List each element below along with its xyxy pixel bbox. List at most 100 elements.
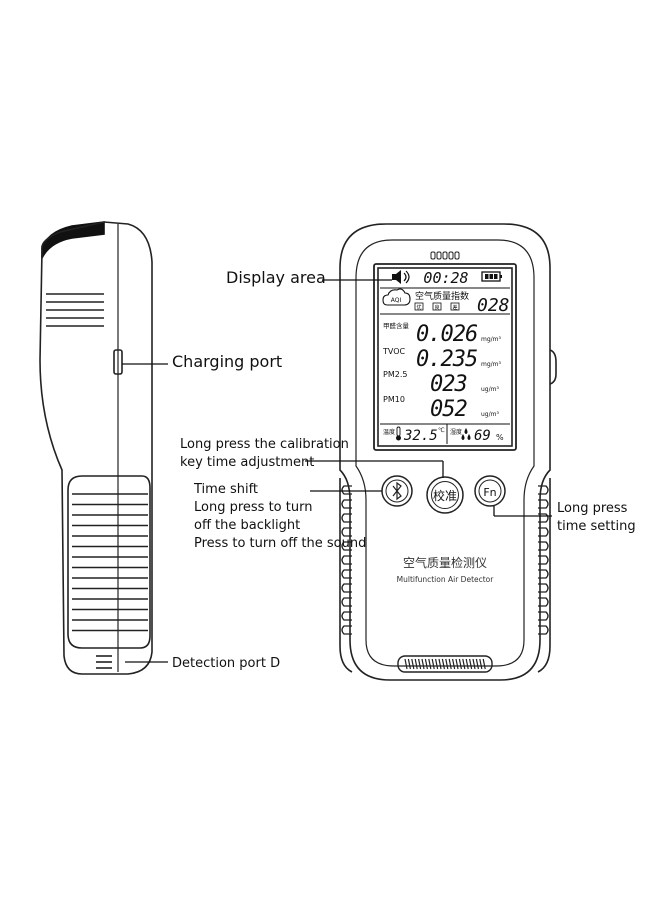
front-grip-rib-right: [538, 485, 549, 495]
calibrate-button[interactable]: 校准: [426, 476, 464, 514]
speaker-slit: [462, 658, 466, 670]
side-grip-ribs: [72, 493, 148, 632]
humidity-value: 69: [474, 428, 491, 444]
time-shift-line-4: Press to turn off the sound: [194, 536, 367, 551]
speaker-grille: [404, 658, 486, 670]
front-grip-rib-right: [538, 541, 549, 551]
left-button[interactable]: [381, 475, 413, 507]
formaldehyde-unit: mg/m³: [481, 336, 502, 343]
speaker-slit: [407, 658, 411, 670]
time-shift-callout: Time shift Long press to turn off the ba…: [194, 481, 366, 553]
time-shift-line-1: Time shift: [194, 482, 259, 497]
speaker-slit: [472, 658, 476, 670]
speaker-slit: [482, 658, 486, 670]
front-right-grip-ribs: [538, 485, 549, 635]
aqi-level-tags: 优 良 差: [414, 302, 460, 311]
front-grip-rib-right: [538, 527, 549, 537]
battery-icon: [481, 271, 502, 282]
front-grip-rib-left: [341, 527, 352, 537]
speaker-slit: [445, 658, 449, 670]
calibrate-button-label: 校准: [433, 488, 457, 503]
fn-setting-line-2: time setting: [557, 519, 636, 534]
fn-button[interactable]: Fn: [474, 475, 506, 507]
speaker-slit: [404, 658, 408, 670]
pm25-label: PM2.5: [383, 370, 407, 379]
speaker-slit: [414, 658, 418, 670]
tvoc-unit: mg/m³: [481, 361, 502, 368]
speaker-slit: [424, 658, 428, 670]
fn-setting-callout: Long press time setting: [557, 500, 636, 536]
fn-button-label: Fn: [483, 486, 496, 499]
front-grip-rib-right: [538, 499, 549, 509]
speaker-slit: [458, 658, 462, 670]
calibration-line-2: key time adjustment: [180, 455, 315, 470]
humidity-drops-icon: [461, 428, 471, 440]
speaker-slit: [441, 658, 445, 670]
front-left-grip-ribs: [341, 485, 352, 635]
display-area-label: Display area: [226, 268, 326, 287]
front-grip-rib-right: [538, 583, 549, 593]
fn-setting-line-1: Long press: [557, 501, 628, 516]
charging-port-label: Charging port: [172, 352, 283, 371]
aqi-tag-poor: 差: [452, 304, 457, 311]
pm10-value: 052: [430, 397, 467, 422]
speaker-slit: [469, 658, 473, 670]
bluetooth-speaker-icon: [392, 481, 402, 501]
device-name-en: Multifunction Air Detector: [397, 575, 495, 584]
speaker-slit: [448, 658, 452, 670]
device-name-cn: 空气质量检测仪: [403, 555, 487, 570]
side-view: [39, 221, 153, 675]
thermometer-icon: [396, 426, 401, 441]
temperature-unit: ℃: [438, 427, 445, 434]
speaker-slit: [438, 658, 442, 670]
front-grip-rib-left: [341, 513, 352, 523]
tvoc-label: TVOC: [382, 347, 406, 356]
speaker-slit: [465, 658, 469, 670]
speaker-slit: [421, 658, 425, 670]
detection-port-label: Detection port D: [172, 656, 281, 671]
pm25-unit: ug/m³: [481, 386, 499, 393]
clock-readout: 00:28: [423, 269, 468, 287]
temperature-label: 温度: [383, 428, 395, 436]
aqi-badge-text: AQI: [391, 297, 402, 304]
front-grip-rib-right: [538, 513, 549, 523]
pm10-label: PM10: [383, 395, 405, 404]
front-grip-rib-left: [341, 499, 352, 509]
temperature-value: 32.5: [403, 428, 438, 444]
speaker-icon: [392, 270, 410, 284]
front-grip-rib-left: [341, 625, 352, 635]
front-grip-rib-right: [538, 569, 549, 579]
front-grip-rib-left: [341, 569, 352, 579]
speaker-slit: [431, 658, 435, 670]
speaker-slit: [475, 658, 479, 670]
aqi-tag-fair: 良: [434, 304, 439, 311]
aqi-cloud-icon: AQI: [382, 288, 411, 306]
aqi-title: 空气质量指数: [415, 290, 469, 302]
time-shift-line-2: Long press to turn: [194, 500, 313, 515]
pm25-value: 023: [430, 372, 467, 397]
tvoc-value: 0.235: [416, 347, 477, 372]
lcd-screen: 00:28 AQI 空气质量指数 优 良 差 028 甲醛含量 0.026 mg…: [380, 269, 510, 444]
callout-lines: [122, 279, 552, 663]
front-grip-rib-left: [341, 555, 352, 565]
front-grip-rib-right: [538, 625, 549, 635]
aqi-tag-good: 优: [416, 304, 421, 311]
indicator-dots: [430, 251, 460, 260]
humidity-label: 湿度: [450, 428, 462, 436]
speaker-slit: [479, 658, 483, 670]
formaldehyde-value: 0.026: [416, 322, 478, 347]
speaker-slit: [452, 658, 456, 670]
speaker-slit: [411, 658, 415, 670]
humidity-unit: %: [496, 433, 504, 442]
front-grip-rib-left: [341, 485, 352, 495]
front-grip-rib-left: [341, 611, 352, 621]
front-grip-rib-right: [538, 597, 549, 607]
aqi-value: 028: [477, 295, 510, 316]
speaker-slit: [428, 658, 432, 670]
calibration-line-1: Long press the calibration: [180, 437, 349, 452]
front-grip-rib-left: [341, 541, 352, 551]
calibration-callout: Long press the calibration key time adju…: [180, 436, 349, 472]
time-shift-line-3: off the backlight: [194, 518, 301, 533]
